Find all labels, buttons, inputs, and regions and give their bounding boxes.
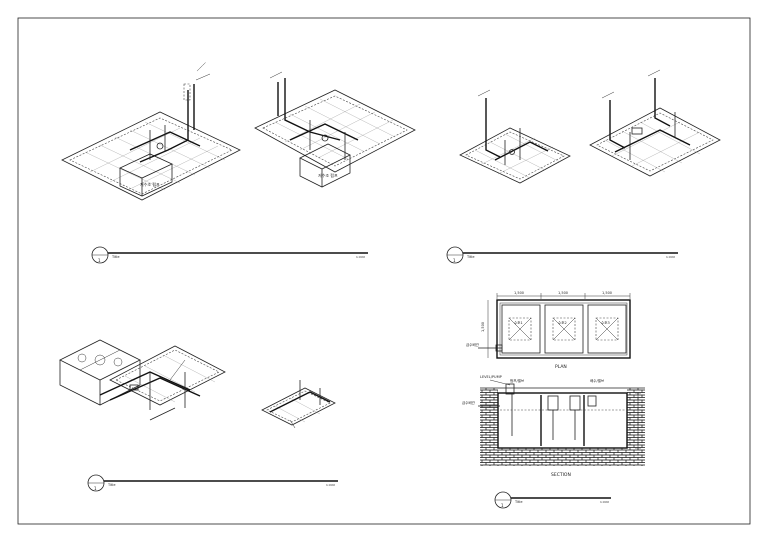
- title-label: Title: [111, 255, 120, 259]
- title-num: 1: [98, 258, 101, 263]
- section-top-label-1: LEVEL/PUMP: [480, 375, 502, 379]
- title-num: 1: [453, 258, 456, 263]
- title-num: 1: [94, 486, 97, 491]
- section-left-label: 급수배관: [462, 400, 476, 405]
- section-top-label-2: 펌프/밸브: [510, 378, 525, 383]
- iso-view-bottom-left-a: [59, 339, 226, 421]
- plan-comp-1: 수조1: [514, 320, 523, 325]
- iso-view-top-left-a: 저수조 펌프 ─────: [61, 60, 241, 201]
- plan-comp-3: 수조3: [601, 320, 610, 325]
- title-scale: 1:XXX: [600, 500, 609, 504]
- plan-caption: PLAN: [555, 364, 567, 370]
- title-block-top-right: 1 Title 1:XXX: [446, 246, 678, 264]
- iso-label-a: 저수조 펌프: [140, 181, 160, 187]
- title-block-bottom-right: 1 Title 1:XXX: [494, 491, 611, 509]
- iso-label-b: 저수조 펌프: [318, 172, 338, 178]
- svg-text:─────: ─────: [194, 60, 207, 73]
- plan-dim-2: 1,500: [558, 291, 568, 295]
- title-block-bottom-left: 1 Title 1:XXX: [87, 474, 338, 492]
- iso-view-top-left-b: 저수조 펌프: [254, 71, 416, 188]
- sheet-border: [17, 17, 751, 525]
- plan-dim-height: 1,500: [481, 322, 485, 332]
- section-caption: SECTION: [551, 472, 571, 478]
- iso-view-bottom-left-b: [261, 380, 336, 429]
- title-label: Title: [514, 500, 523, 504]
- title-scale: 1:XXX: [666, 255, 675, 259]
- plan-dim-3: 1,500: [602, 291, 612, 295]
- plan-comp-2: 수조2: [558, 320, 567, 325]
- plan-pipe-label: 급수배관: [466, 342, 480, 347]
- title-num: 1: [501, 503, 504, 508]
- title-label: Title: [466, 255, 475, 259]
- title-label: Title: [107, 483, 116, 487]
- plan-dim-1: 1,500: [514, 291, 524, 295]
- title-scale: 1:XXX: [326, 483, 335, 487]
- iso-view-top-right-a: [459, 89, 571, 184]
- section-top-label-3: 배수/밸브: [590, 378, 605, 383]
- title-block-top-left: 1 Title 1:XXX: [91, 246, 368, 264]
- tank-section: LEVEL/PUMP 펌프/밸브 배수/밸브 급수배관 SECTION: [462, 375, 645, 478]
- iso-view-top-right-b: [589, 69, 721, 177]
- title-scale: 1:XXX: [356, 255, 365, 259]
- tank-plan: 1,500 1,500 1,500 1,500 수조1 수조2 수조3 급수배관…: [466, 291, 631, 370]
